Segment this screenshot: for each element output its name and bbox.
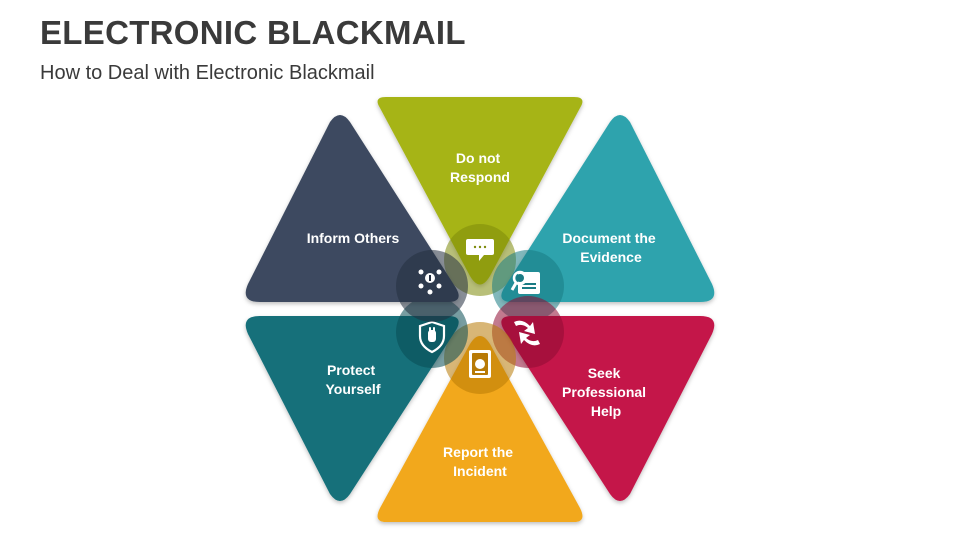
segment-inform-others[interactable]: Inform Others xyxy=(245,115,468,322)
segment-shape xyxy=(501,115,715,302)
handshake-arrows-icon xyxy=(514,320,540,346)
segment-label: Document the Evidence xyxy=(562,230,659,265)
segment-label: Seek Professional Help xyxy=(562,365,650,419)
report-badge-icon xyxy=(469,350,491,378)
page-title: ELECTRONIC BLACKMAIL xyxy=(40,14,466,51)
segment-do-not-respond[interactable]: Do not Respond xyxy=(377,97,583,296)
segment-shape xyxy=(245,115,459,302)
chat-bubble-icon xyxy=(466,239,494,261)
segment-shape xyxy=(377,336,583,522)
segment-shape xyxy=(377,97,583,285)
segment-shape xyxy=(501,316,715,501)
page-subtitle: How to Deal with Electronic Blackmail xyxy=(40,62,375,84)
segment-label: Do not Respond xyxy=(450,150,510,185)
people-network-icon xyxy=(418,269,442,295)
segment-shape xyxy=(245,316,459,501)
segment-label: Report the Incident xyxy=(443,444,517,479)
document-magnifier-icon xyxy=(510,270,540,294)
shield-hand-icon xyxy=(418,320,446,354)
segment-label: Protect Yourself xyxy=(326,362,381,397)
segment-label: Inform Others xyxy=(307,230,400,246)
